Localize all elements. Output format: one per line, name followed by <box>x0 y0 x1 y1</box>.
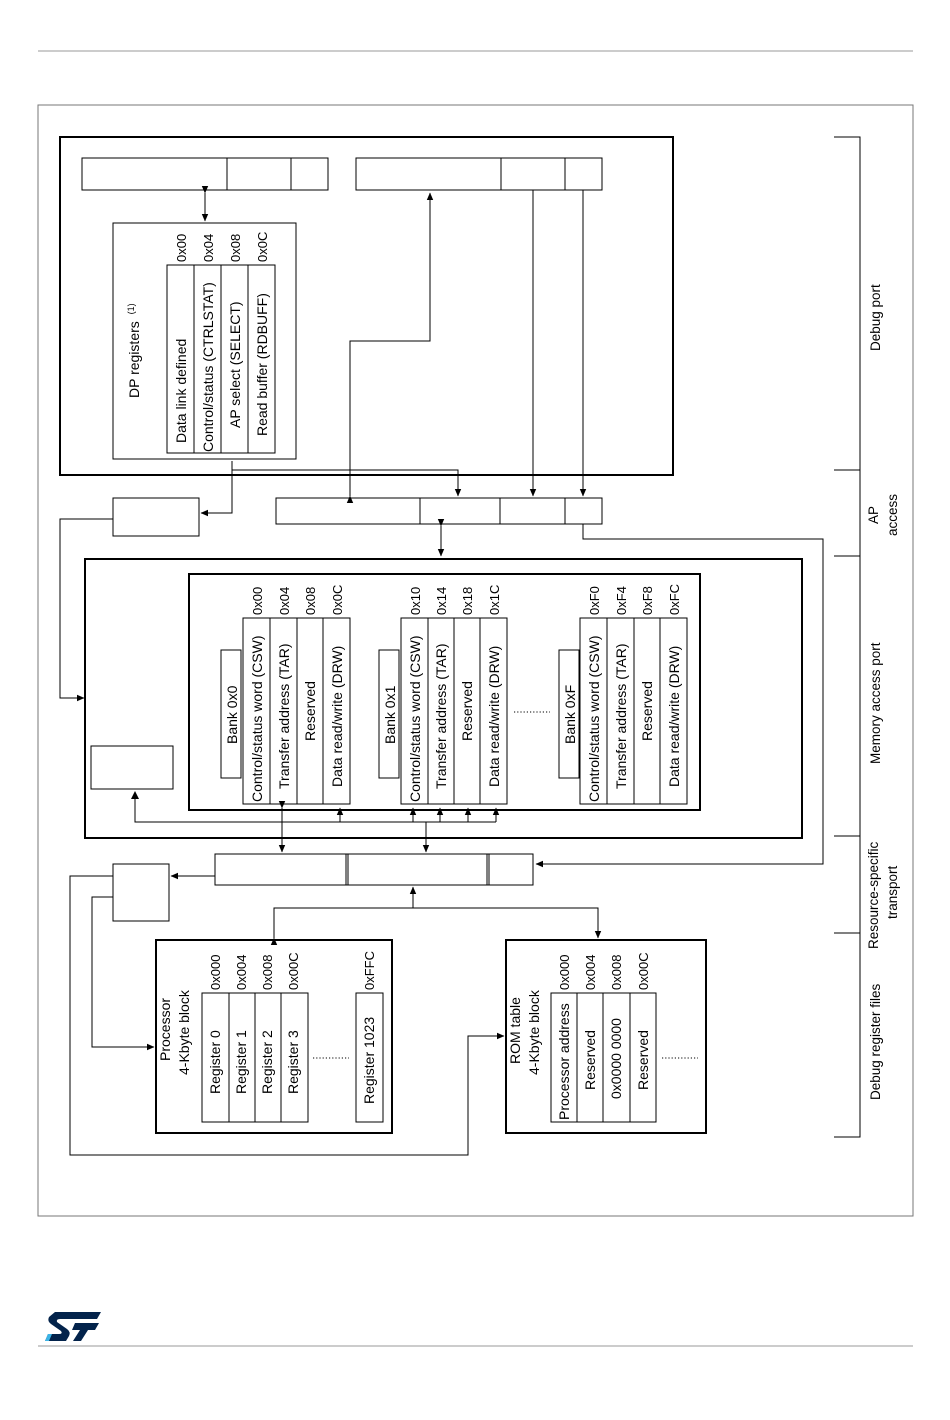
dp-register-3: Read buffer (RDBUFF) <box>254 293 270 436</box>
bank-1-off-1: 0x14 <box>434 587 449 615</box>
section-ap-access-2: access <box>885 494 900 536</box>
bank-1-reg-0: Control/status word (CSW) <box>407 636 423 802</box>
memap-internal-bus <box>134 792 496 823</box>
debug-port-box <box>59 136 674 476</box>
bank-1-off-2: 0x18 <box>460 587 475 615</box>
rom-entry-0: Processor address <box>556 1003 572 1120</box>
dp-bar-right <box>355 157 603 191</box>
bank-f-reg-3: Data read/write (DRW) <box>666 646 682 787</box>
processor-block-box <box>155 939 393 1134</box>
bank-1-off-3: 0x1C <box>487 585 502 615</box>
section-transport-1: Resource-specific <box>866 841 881 949</box>
bank-0-label-box <box>220 649 242 779</box>
memory-access-port-box <box>84 558 803 839</box>
rom-off-0: 0x000 <box>557 955 572 990</box>
ap-select-box <box>112 497 200 537</box>
bank-0-name: Bank 0x0 <box>224 685 240 744</box>
bank-f-label-box <box>558 649 580 779</box>
bank-f-off-1: 0xF4 <box>614 586 629 615</box>
dp-register-0: Data link defined <box>173 339 189 443</box>
section-transport-2: transport <box>885 865 900 919</box>
bank-0-reg-1: Transfer address (TAR) <box>276 644 292 789</box>
wire-dpregs-to-apbar <box>231 461 462 497</box>
bank-1-label-box <box>378 649 400 779</box>
wire-apbar-to-transport <box>535 524 824 868</box>
dp-register-1: Control/status (CTRLSTAT) <box>200 282 216 452</box>
bank-f-off-2: 0xF8 <box>640 586 655 615</box>
dp-registers-note: (1) <box>126 303 136 314</box>
bank-0-reg-3: Data read/write (DRW) <box>329 646 345 787</box>
processor-title-1: Processor <box>157 998 173 1061</box>
st-logo <box>45 1312 101 1341</box>
processor-off-2: 0x008 <box>260 955 275 990</box>
bank-f-off-0: 0xF0 <box>587 586 602 615</box>
processor-last-register-box <box>355 992 384 1123</box>
transport-bar <box>214 853 534 886</box>
wire-select-romtable <box>69 875 505 1156</box>
dp-registers-title: DP registers (1) <box>126 303 142 398</box>
processor-last-off: 0xFFC <box>362 951 377 990</box>
dp-registers-block <box>112 222 297 460</box>
bank-1-reg-3: Data read/write (DRW) <box>486 646 502 787</box>
bank-1-reg-2: Reserved <box>459 681 475 741</box>
section-ap-access-1: AP <box>866 506 881 524</box>
rom-title-1: ROM table <box>507 997 523 1064</box>
bank-1-reg-1: Transfer address (TAR) <box>433 644 449 789</box>
bank-1-off-0: 0x10 <box>408 587 423 615</box>
section-debug-register-files: Debug register files <box>868 983 883 1100</box>
section-debug-port: Debug port <box>868 284 883 351</box>
processor-off-1: 0x004 <box>234 955 249 990</box>
processor-title-2: 4-Kbyte block <box>176 989 192 1075</box>
processor-reg-0: Register 0 <box>207 1030 223 1094</box>
dp-register-2: AP select (SELECT) <box>227 301 243 428</box>
rom-title-2: 4-Kbyte block <box>526 989 542 1075</box>
rom-table-box <box>505 939 707 1134</box>
bank-1-name: Bank 0x1 <box>382 685 398 744</box>
wire-dpregs-to-select <box>200 470 233 517</box>
rom-off-3: 0x00C <box>636 952 651 990</box>
wire-select-processor <box>91 896 155 1051</box>
bank-f-off-3: 0xFC <box>667 584 682 615</box>
bank-0-off-1: 0x04 <box>277 587 292 615</box>
processor-reg-3: Register 3 <box>285 1030 301 1094</box>
wire-select-to-memap <box>59 518 113 702</box>
memap-control-box <box>90 745 174 790</box>
figure-frame <box>37 104 914 1217</box>
bank-f-reg-1: Transfer address (TAR) <box>613 644 629 789</box>
dp-offset-2: 0x08 <box>228 234 243 262</box>
bank-0-off-3: 0x0C <box>330 585 345 615</box>
bank-f-reg-0: Control/status word (CSW) <box>586 636 602 802</box>
section-brackets <box>834 136 861 1138</box>
rom-off-2: 0x008 <box>609 955 624 990</box>
section-memory-access-port: Memory access port <box>868 642 883 764</box>
rom-entry-3: Reserved <box>635 1030 651 1090</box>
processor-reg-1: Register 1 <box>233 1030 249 1094</box>
bank-0-reg-0: Control/status word (CSW) <box>249 636 265 802</box>
dp-offset-3: 0x0C <box>255 232 270 262</box>
transport-decoder-box <box>112 863 170 922</box>
ap-access-bar <box>275 497 603 525</box>
bank-0-reg-2: Reserved <box>302 681 318 741</box>
bank-f-name: Bank 0xF <box>562 685 578 744</box>
processor-off-3: 0x00C <box>286 952 301 990</box>
memap-banks-box <box>188 573 701 811</box>
rom-entry-2: 0x0000 0000 <box>608 1018 624 1099</box>
bank-0-off-2: 0x08 <box>303 587 318 615</box>
wire-dp-to-apbar <box>346 192 434 503</box>
processor-last-reg: Register 1023 <box>361 1017 377 1104</box>
bank-0-off-0: 0x00 <box>250 587 265 615</box>
wire-bus-to-files <box>270 907 602 945</box>
dp-offset-1: 0x04 <box>201 234 216 262</box>
bank-f-reg-2: Reserved <box>639 681 655 741</box>
dp-offset-0: 0x00 <box>174 234 189 262</box>
rom-entry-1: Reserved <box>582 1030 598 1090</box>
rom-off-1: 0x004 <box>583 955 598 990</box>
processor-reg-2: Register 2 <box>259 1030 275 1094</box>
dp-registers-title-text: DP registers <box>126 321 142 398</box>
processor-off-0: 0x000 <box>208 955 223 990</box>
